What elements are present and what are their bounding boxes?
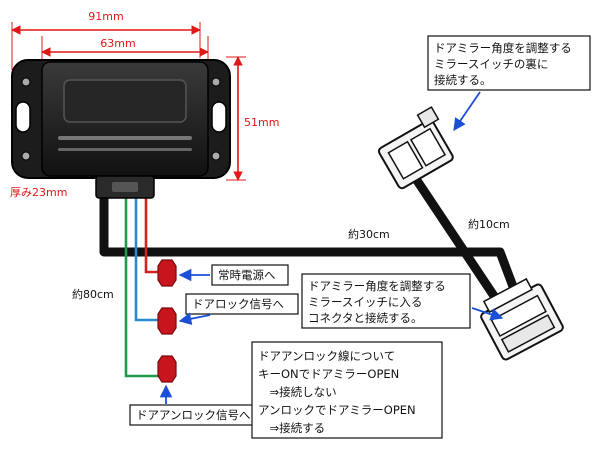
controller-unit <box>11 59 231 199</box>
dimension-height: 51mm <box>226 56 279 181</box>
label-constant-power: 常時電源へ <box>178 264 289 286</box>
label-door-unlock-signal: ドアアンロック信号へ <box>129 384 265 426</box>
dimension-inner-width-label: 63mm <box>100 37 135 50</box>
main-cable-length-label: 約30cm <box>348 227 390 241</box>
dimension-height-label: 51mm <box>244 116 279 129</box>
mount-slot-left <box>15 101 31 133</box>
mirror-switch-connector-top <box>377 106 454 190</box>
screw-icon <box>21 151 31 161</box>
red-wire <box>144 192 158 274</box>
branch-cable <box>408 170 504 308</box>
terminal-icon <box>157 355 177 383</box>
label-door-lock-signal: ドアロック信号へ <box>178 293 299 325</box>
mount-slot-right <box>211 101 227 133</box>
note-mirror-switch-connector: ドアミラー角度を調整する ミラースイッチに入る コネクタと接続する。 <box>301 273 504 329</box>
svg-text:コネクタと接続する。: コネクタと接続する。 <box>308 311 423 325</box>
mirror-switch-connector-bottom <box>480 277 564 361</box>
thickness-label: 厚み23mm <box>10 186 67 199</box>
blue-wire <box>134 192 158 322</box>
svg-text:常時電源へ: 常時電源へ <box>218 268 276 282</box>
svg-text:キーONでドアミラーOPEN: キーONでドアミラーOPEN <box>258 367 399 381</box>
svg-text:ミラースイッチに入る: ミラースイッチに入る <box>308 295 422 309</box>
dimension-width-label: 91mm <box>88 10 123 23</box>
terminal-icon <box>157 307 177 335</box>
svg-text:接続する。: 接続する。 <box>434 73 492 87</box>
svg-text:⇒接続する: ⇒接続する <box>258 421 325 435</box>
svg-text:⇒接続しない: ⇒接続しない <box>258 385 337 399</box>
svg-text:アンロックでドアミラーOPEN: アンロックでドアミラーOPEN <box>258 403 416 417</box>
svg-text:ドアロック信号へ: ドアロック信号へ <box>192 297 284 311</box>
svg-text:ドアミラー角度を調整する: ドアミラー角度を調整する <box>308 279 446 293</box>
screw-icon <box>211 77 221 87</box>
main-cable <box>99 192 525 307</box>
note-door-unlock-wire: ドアアンロック線について キーONでドアミラーOPEN ⇒接続しない アンロック… <box>251 341 443 439</box>
controller-display-window <box>63 79 187 123</box>
svg-text:ミラースイッチの裏に: ミラースイッチの裏に <box>434 57 548 71</box>
green-wire <box>124 192 158 378</box>
lead-length-label: 約80cm <box>72 287 114 301</box>
terminal-icon <box>157 259 177 287</box>
dimension-width: 91mm <box>11 10 201 70</box>
screw-icon <box>21 77 31 87</box>
svg-text:ドアアンロック線について: ドアアンロック線について <box>258 349 395 363</box>
svg-text:ドアアンロック信号へ: ドアアンロック信号へ <box>136 408 251 422</box>
screw-icon <box>211 151 221 161</box>
svg-text:ドアミラー角度を調整する: ドアミラー角度を調整する <box>434 41 572 55</box>
note-mirror-switch-back: ドアミラー角度を調整する ミラースイッチの裏に 接続する。 <box>427 35 591 132</box>
branch-cable-length-label: 約10cm <box>468 217 510 231</box>
